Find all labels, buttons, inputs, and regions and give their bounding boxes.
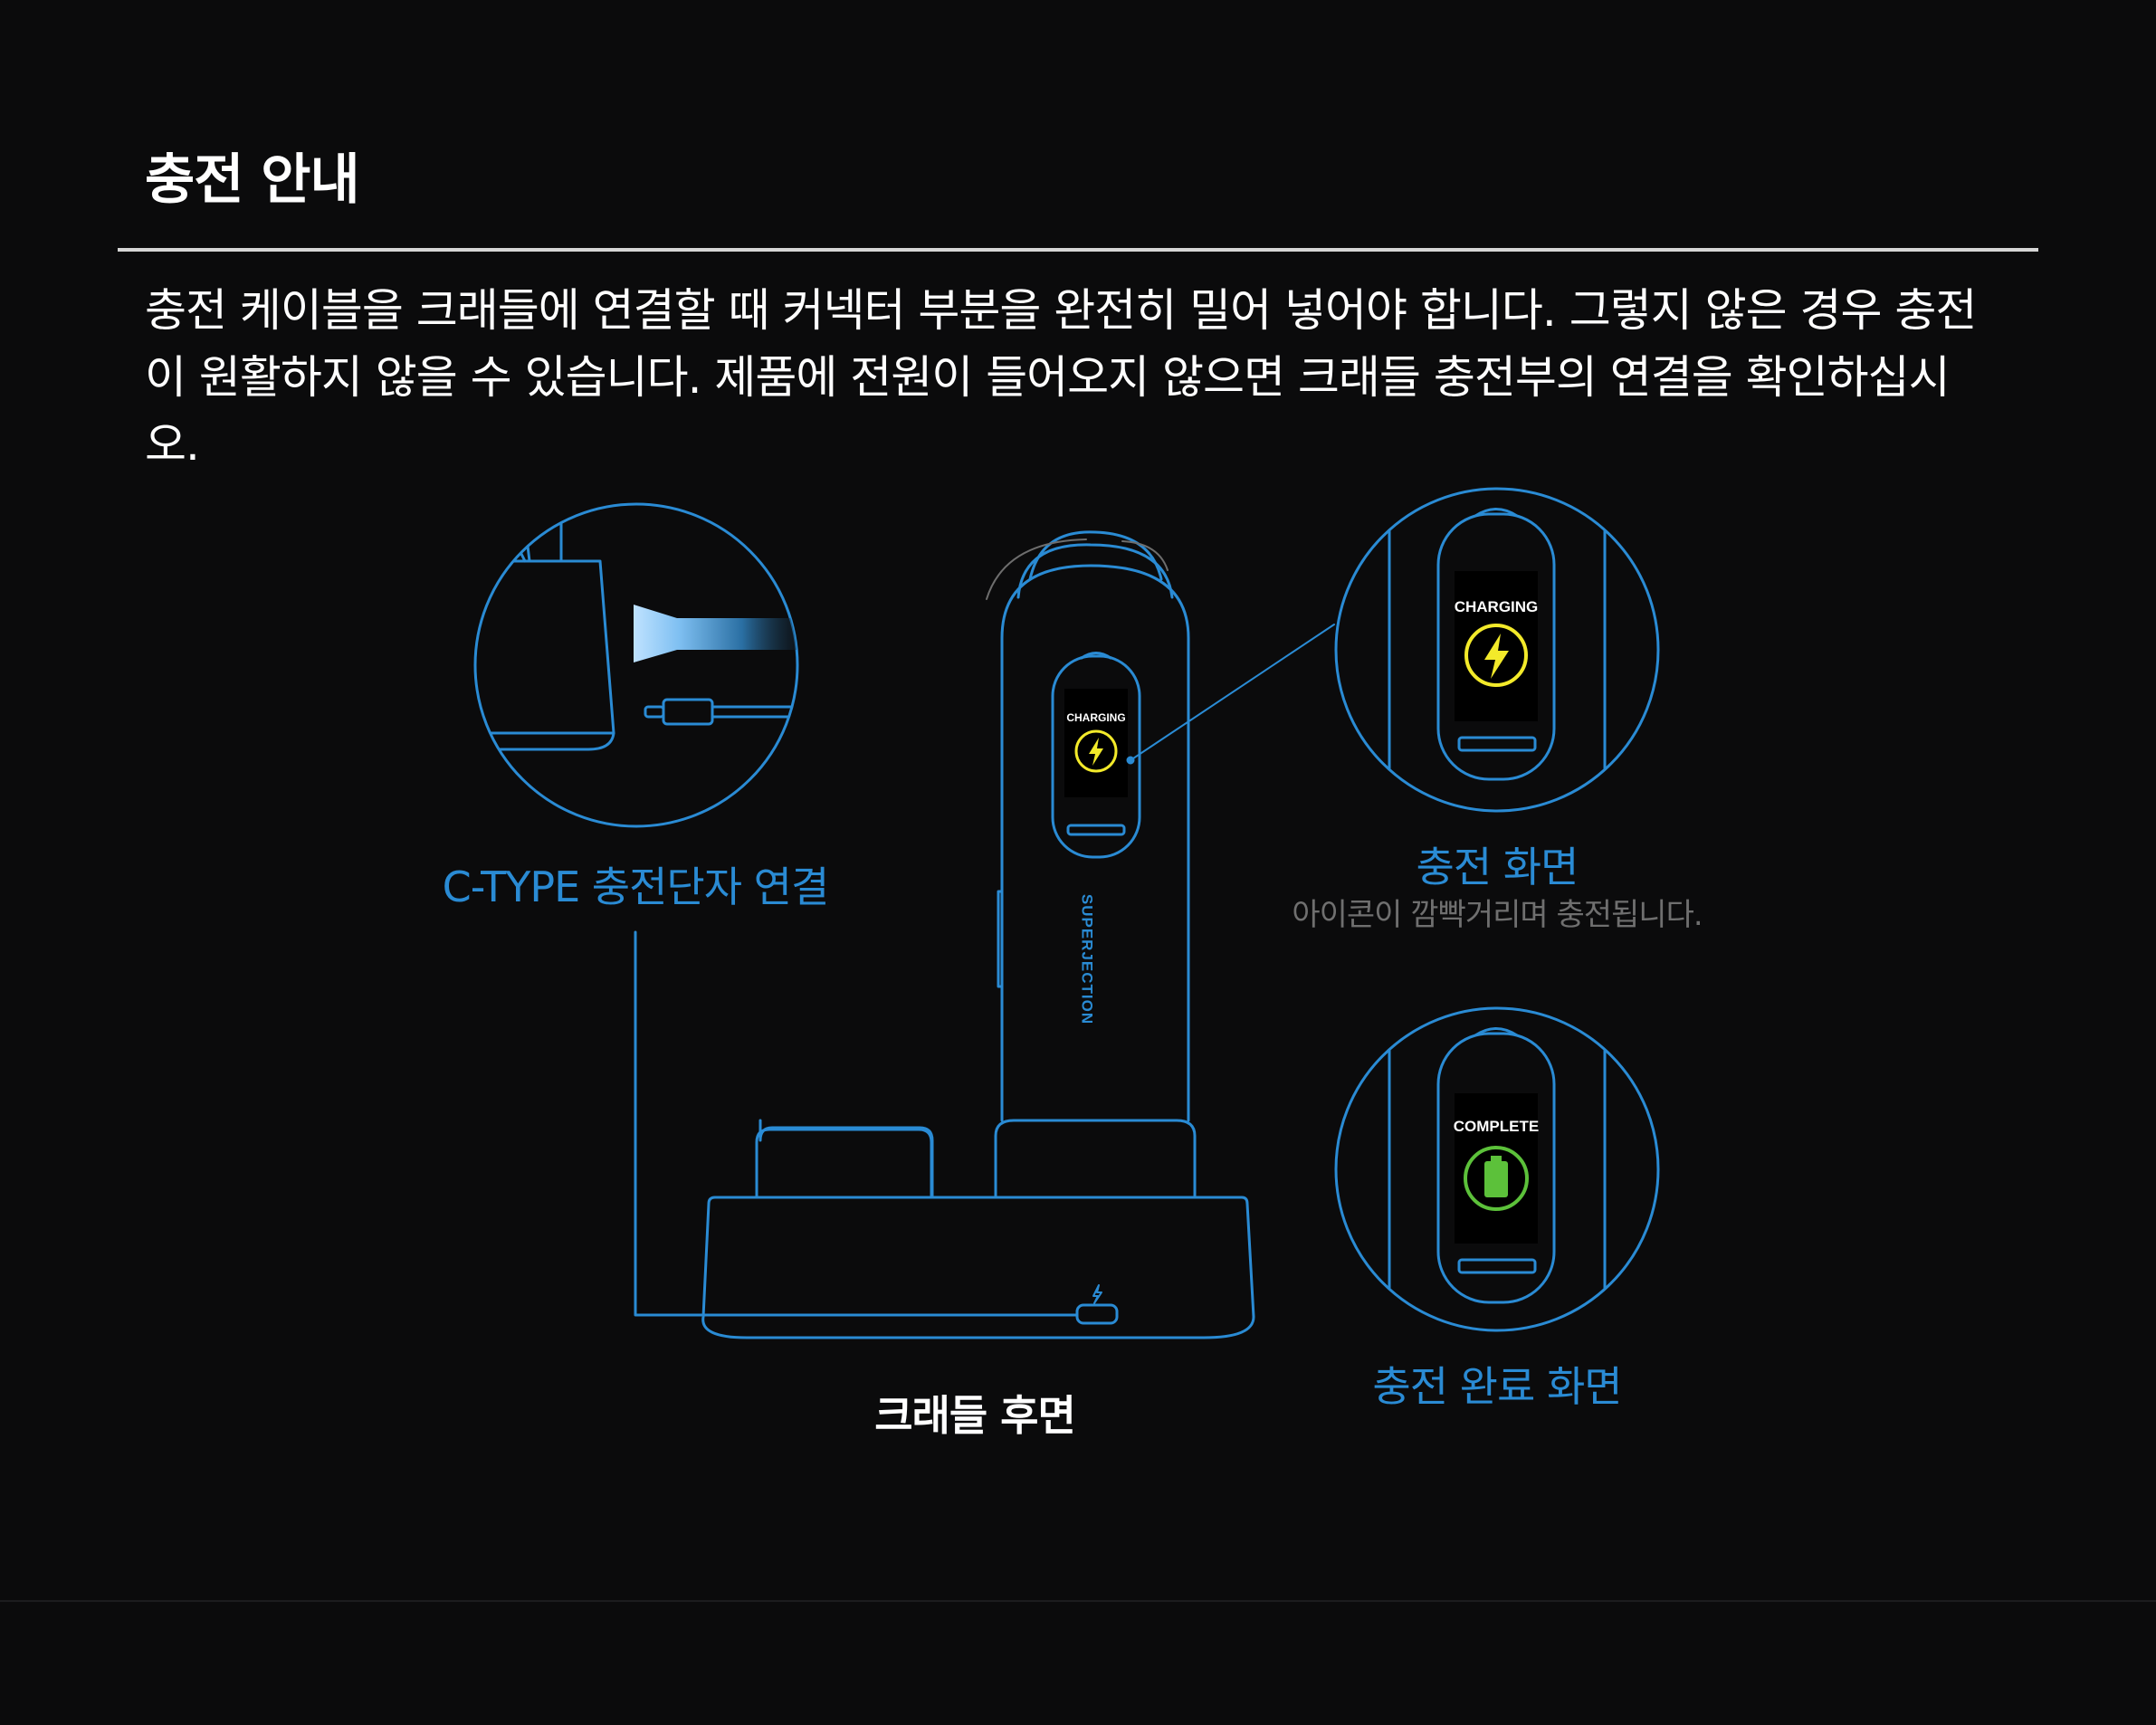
battery-full-icon bbox=[1464, 1146, 1529, 1211]
device-display-text: CHARGING bbox=[1066, 711, 1125, 724]
connector-leader-line bbox=[634, 930, 1079, 1317]
zoom-complete-text: COMPLETE bbox=[1454, 1118, 1539, 1135]
usb-c-plug-icon bbox=[644, 698, 797, 726]
device-illustration bbox=[986, 530, 1190, 1122]
device-brand: SUPERJECTION bbox=[1079, 894, 1096, 1025]
page-title: 충전 안내 bbox=[145, 148, 360, 212]
title-divider bbox=[118, 248, 2038, 252]
intro-text: 충전 케이블을 크래들에 연결할 때 커넥터 부분을 완전히 밀어 넣어야 합니… bbox=[145, 284, 1977, 471]
cradle-label: 크래들 후면 bbox=[874, 1391, 1076, 1440]
cradle-illustration bbox=[701, 1119, 1255, 1339]
lightning-icon bbox=[1074, 729, 1118, 773]
footer-divider bbox=[0, 1600, 2156, 1602]
charging-screen-note: 아이콘이 깜빡거리며 충전됩니다. bbox=[1292, 897, 1703, 933]
lightning-icon bbox=[1464, 624, 1528, 687]
complete-screen-label: 충전 완료 화면 bbox=[1372, 1362, 1622, 1411]
connector-label: C-TYPE 충전단자 연결 bbox=[442, 862, 830, 911]
charging-screen-label: 충전 화면 bbox=[1416, 843, 1579, 891]
lightning-icon bbox=[1092, 1284, 1102, 1304]
arrow-left-icon bbox=[634, 605, 797, 662]
connector-zoom-circle bbox=[473, 502, 799, 828]
screen-leader-line bbox=[1130, 624, 1335, 761]
zoom-charging-text: CHARGING bbox=[1455, 598, 1539, 615]
